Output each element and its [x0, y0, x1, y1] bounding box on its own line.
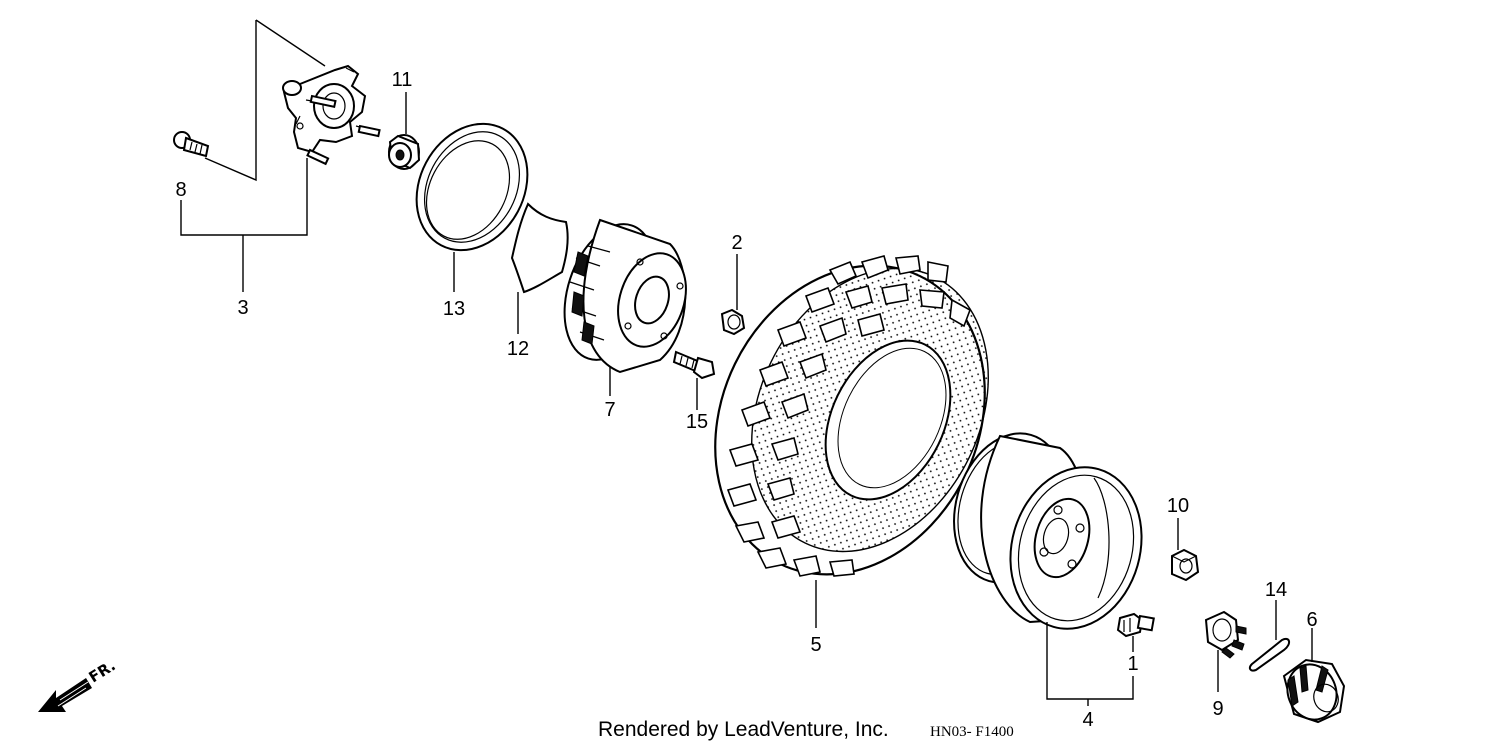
part-label-9: 9 [1212, 698, 1223, 720]
part-label-11: 11 [392, 69, 413, 91]
part-label-2: 2 [731, 232, 742, 254]
valve-stem [1116, 612, 1155, 638]
diagram-code: HN03- F1400 [930, 724, 1014, 740]
part-label-13: 13 [443, 298, 465, 320]
part-label-6: 6 [1306, 609, 1317, 631]
part-label-1: 1 [1127, 653, 1138, 675]
part-label-10: 10 [1167, 495, 1189, 517]
wheel-nut [1171, 548, 1200, 582]
bracket-3 [180, 158, 308, 236]
part-label-5: 5 [810, 634, 821, 656]
hub-assembly [282, 64, 381, 166]
part-label-7: 7 [604, 399, 615, 421]
bearing [388, 134, 421, 170]
part-label-15: 15 [686, 411, 708, 433]
part-label-12: 12 [507, 338, 529, 360]
part-label-4: 4 [1082, 709, 1093, 731]
hub-cap [1282, 658, 1346, 724]
bracket-4 [1046, 622, 1134, 700]
part-label-14: 14 [1265, 579, 1287, 601]
seal-ring [415, 122, 529, 252]
front-direction-label: FR. [86, 656, 119, 686]
cotter-pin [1248, 638, 1290, 672]
flange-bolt [173, 131, 210, 158]
brake-drum [563, 218, 687, 374]
leader-line [204, 20, 257, 182]
wheel-rim [953, 432, 1143, 630]
tire [714, 255, 989, 577]
brake-bolt [672, 350, 716, 380]
front-direction-arrow-icon [38, 678, 92, 712]
part-label-3: 3 [237, 297, 248, 319]
small-bolt [720, 308, 746, 336]
part-label-8: 8 [175, 179, 186, 201]
castle-nut [1204, 610, 1247, 659]
o-ring [510, 202, 569, 294]
render-credit: Rendered by LeadVenture, Inc. [598, 718, 889, 741]
